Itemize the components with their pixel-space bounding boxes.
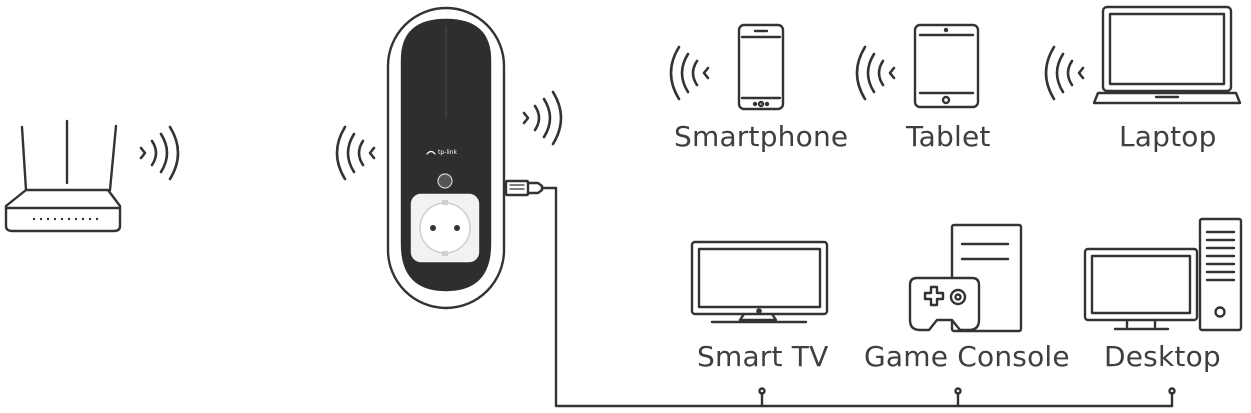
laptop-icon	[1092, 5, 1242, 105]
desktop-icon	[1083, 217, 1243, 332]
tablet-icon	[913, 23, 980, 109]
ethernet-plug-icon	[504, 179, 558, 197]
wifi-signal-icon	[522, 90, 563, 146]
wifi-signal-icon	[335, 125, 376, 181]
smartphone-icon	[737, 23, 785, 111]
wifi-signal-icon	[1044, 45, 1085, 101]
smart-tv-label: Smart TV	[697, 340, 829, 373]
router-icon	[4, 119, 122, 233]
desktop-label: Desktop	[1104, 340, 1221, 373]
tablet-label: Tablet	[906, 120, 991, 153]
laptop-label: Laptop	[1119, 120, 1217, 153]
game-console-icon	[908, 223, 1023, 333]
game-console-label: Game Console	[864, 340, 1070, 373]
extender-brand-logo: tp-link	[438, 149, 457, 156]
wifi-signal-icon	[669, 45, 710, 101]
wifi-signal-icon	[139, 125, 180, 181]
range-extender-icon	[386, 6, 506, 310]
smart-tv-icon	[690, 240, 829, 324]
smartphone-label: Smartphone	[674, 120, 849, 153]
ethernet-cable	[554, 186, 1176, 408]
wifi-signal-icon	[855, 45, 896, 101]
